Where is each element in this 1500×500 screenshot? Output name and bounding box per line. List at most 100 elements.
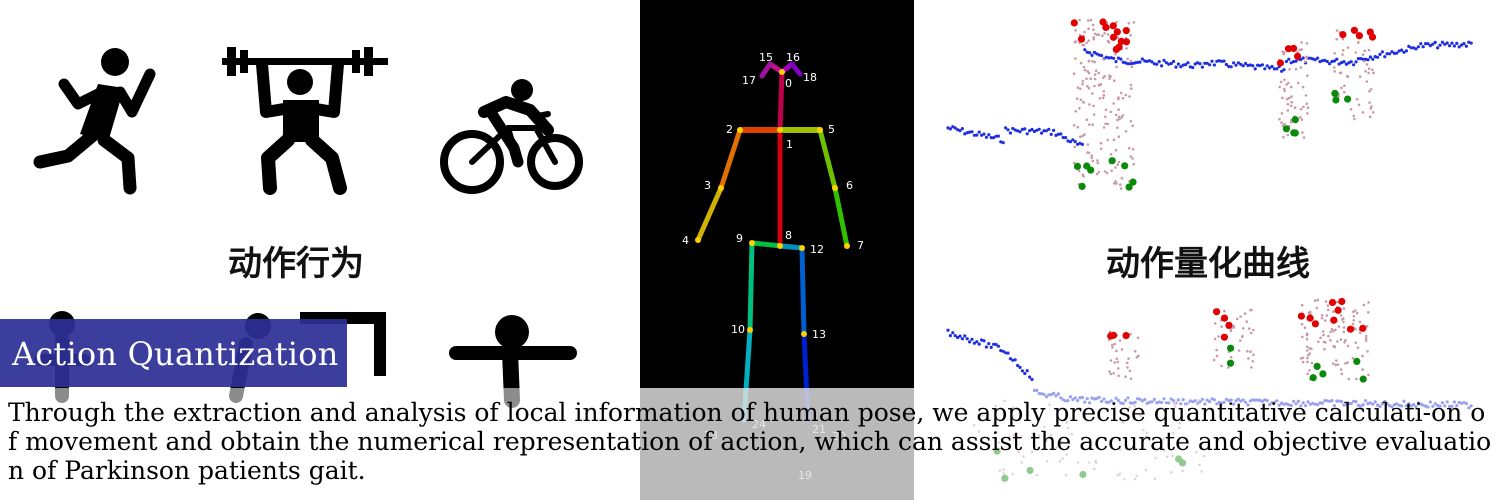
pink-marker <box>1130 65 1134 69</box>
keypoint-label: 17 <box>742 74 756 87</box>
pink-marker <box>1335 359 1338 362</box>
pink-marker <box>1354 51 1357 54</box>
trace-point <box>1265 64 1269 68</box>
pink-marker <box>1131 157 1134 160</box>
pink-marker <box>1347 377 1351 381</box>
pink-marker <box>1229 329 1233 333</box>
pink-marker <box>1087 19 1090 22</box>
trace-point <box>951 125 955 129</box>
pink-marker <box>1293 106 1297 109</box>
trace-point <box>1436 46 1440 50</box>
pink-marker <box>1342 326 1346 329</box>
trace-point <box>1097 53 1101 57</box>
pink-marker <box>1115 65 1118 69</box>
pink-marker <box>1306 354 1310 357</box>
pink-marker <box>1113 342 1117 346</box>
trace-point <box>1467 40 1471 44</box>
trace-point <box>984 135 988 139</box>
pink-marker <box>1355 311 1359 315</box>
pink-marker <box>1364 337 1368 340</box>
pink-marker <box>1072 124 1076 127</box>
pink-marker <box>1287 81 1290 85</box>
trace-point <box>989 345 993 349</box>
pink-marker <box>1369 88 1373 91</box>
trace-point <box>1217 59 1221 63</box>
pink-marker <box>1091 159 1095 163</box>
pink-marker <box>1087 87 1091 90</box>
pink-marker <box>1092 36 1095 39</box>
pink-marker <box>1247 357 1250 360</box>
pink-marker <box>1367 67 1371 70</box>
pink-marker <box>1305 345 1309 349</box>
trace-point <box>1023 127 1027 131</box>
pink-marker <box>1125 361 1129 365</box>
green-marker <box>1332 96 1340 104</box>
pink-marker <box>1290 100 1293 104</box>
trace-point <box>1347 61 1351 65</box>
pink-marker <box>1355 377 1358 381</box>
trace-point <box>1181 63 1185 67</box>
pink-marker <box>1339 338 1343 341</box>
pink-marker <box>1315 306 1319 310</box>
pink-marker <box>1282 135 1285 139</box>
action-behavior-caption: 动作行为 <box>228 244 364 284</box>
pink-marker <box>1297 81 1300 85</box>
trace-point <box>1287 57 1291 61</box>
pink-marker <box>1106 39 1110 43</box>
trace-point <box>1186 61 1190 65</box>
pink-marker <box>1116 360 1120 364</box>
green-marker <box>1309 374 1317 382</box>
trace-point <box>968 340 972 344</box>
pink-marker <box>1090 156 1093 159</box>
pink-marker <box>1367 71 1370 75</box>
pink-marker <box>1085 77 1088 80</box>
trace-point <box>1059 132 1063 136</box>
pink-marker <box>1320 314 1324 317</box>
trace-point <box>948 334 952 338</box>
pink-marker <box>1368 89 1371 93</box>
pink-marker <box>1086 85 1089 88</box>
pink-marker <box>1126 366 1129 369</box>
pink-marker <box>1278 85 1281 89</box>
trace-point <box>946 126 950 130</box>
pink-marker <box>1283 122 1286 126</box>
keypoint-label: 9 <box>736 232 743 245</box>
pink-marker <box>1344 338 1347 342</box>
pink-marker <box>1346 74 1349 78</box>
trace-point <box>1455 41 1459 46</box>
pink-marker <box>1083 30 1086 34</box>
pink-marker <box>1365 80 1369 83</box>
pink-marker <box>1298 48 1302 52</box>
green-marker <box>1291 129 1299 137</box>
pink-marker <box>1121 96 1125 100</box>
keypoints <box>695 69 850 337</box>
pink-marker <box>1085 118 1089 121</box>
pink-marker <box>1073 40 1077 44</box>
trace-point <box>1452 44 1456 48</box>
pink-marker <box>1326 308 1330 312</box>
pink-marker <box>1305 42 1309 45</box>
pink-marker <box>1339 314 1343 317</box>
trace-point <box>1152 62 1156 66</box>
pink-marker <box>1324 341 1327 344</box>
pink-marker <box>1300 322 1304 326</box>
pink-marker <box>1097 71 1101 75</box>
runner-icon <box>33 48 156 195</box>
green-marker <box>1319 370 1327 378</box>
red-marker <box>1225 321 1233 329</box>
trace-point <box>1028 375 1032 379</box>
trace-point <box>1172 59 1176 64</box>
green-marker <box>1121 162 1129 170</box>
pink-marker <box>1250 366 1253 369</box>
pink-marker <box>1335 37 1338 41</box>
pink-marker <box>1093 84 1096 88</box>
trace-point <box>1239 62 1243 66</box>
trace-point <box>992 136 996 140</box>
pink-marker <box>1346 344 1350 348</box>
trace-point <box>1400 48 1404 52</box>
pink-marker <box>1283 89 1286 93</box>
trace-point <box>1008 131 1012 135</box>
pink-marker <box>1245 320 1248 323</box>
trace-point <box>1337 62 1341 66</box>
trace-point <box>1308 56 1312 60</box>
